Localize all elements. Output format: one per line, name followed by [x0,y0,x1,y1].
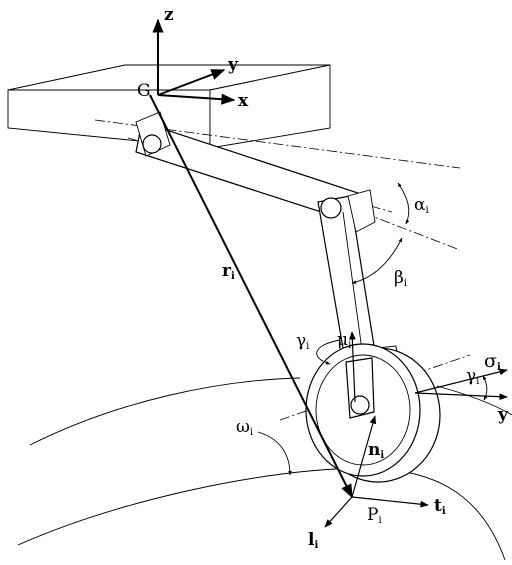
t-vector [351,496,429,508]
label-G: G [137,81,151,101]
label-l: li [308,530,318,551]
label-y-wheel: y [497,405,509,425]
sigma-vector [414,368,508,394]
omega-arc [257,431,292,476]
angle-arcs [257,182,488,476]
gamma-right-arc [482,375,488,401]
label-alpha: αi [414,195,429,216]
y-axis-body [157,69,226,96]
chassis-side-face [209,64,331,149]
labels: z y x G αi βi ri γi μi γi σi y ωi ni Pi … [137,5,509,551]
label-r: ri [222,261,235,282]
wheel-frame-vectors [324,331,508,528]
body-frame-axes [152,18,236,105]
label-z: z [164,5,174,25]
mu-vector [348,331,356,403]
wheel-axis-line [279,354,471,421]
position-vector-r [149,94,353,499]
knee-bracket [347,189,376,233]
label-y-body: y [227,55,239,75]
label-beta: βi [394,268,407,289]
label-n: ni [368,440,384,461]
shoulder-joint [142,134,162,154]
wheel [305,343,441,483]
alpha-arc [397,182,410,225]
terrain-curve-right [436,385,512,416]
label-x-body: x [238,91,249,111]
upper-arm [135,111,359,223]
label-mu: μi [337,330,351,351]
label-t: ti [434,496,446,517]
beta-arc [351,237,403,284]
wheel-axle-hub [350,395,370,415]
gamma-steer-arc [316,339,341,365]
terrain-curve-lower [17,467,506,561]
label-P: Pi [367,505,382,526]
n-vector [351,415,377,498]
label-gamma-right: γi [466,366,479,387]
x-axis-body [157,93,236,105]
wheel-hub-ring [315,354,411,466]
label-gamma-steer: γi [296,331,309,352]
l-vector [324,496,353,528]
knee-joint [320,197,342,219]
label-omega: ωi [236,417,253,438]
y-wheel-vector [414,392,508,401]
leg-link [317,189,399,367]
terrain-curve-upper [29,377,301,446]
label-sigma: σi [484,350,501,373]
